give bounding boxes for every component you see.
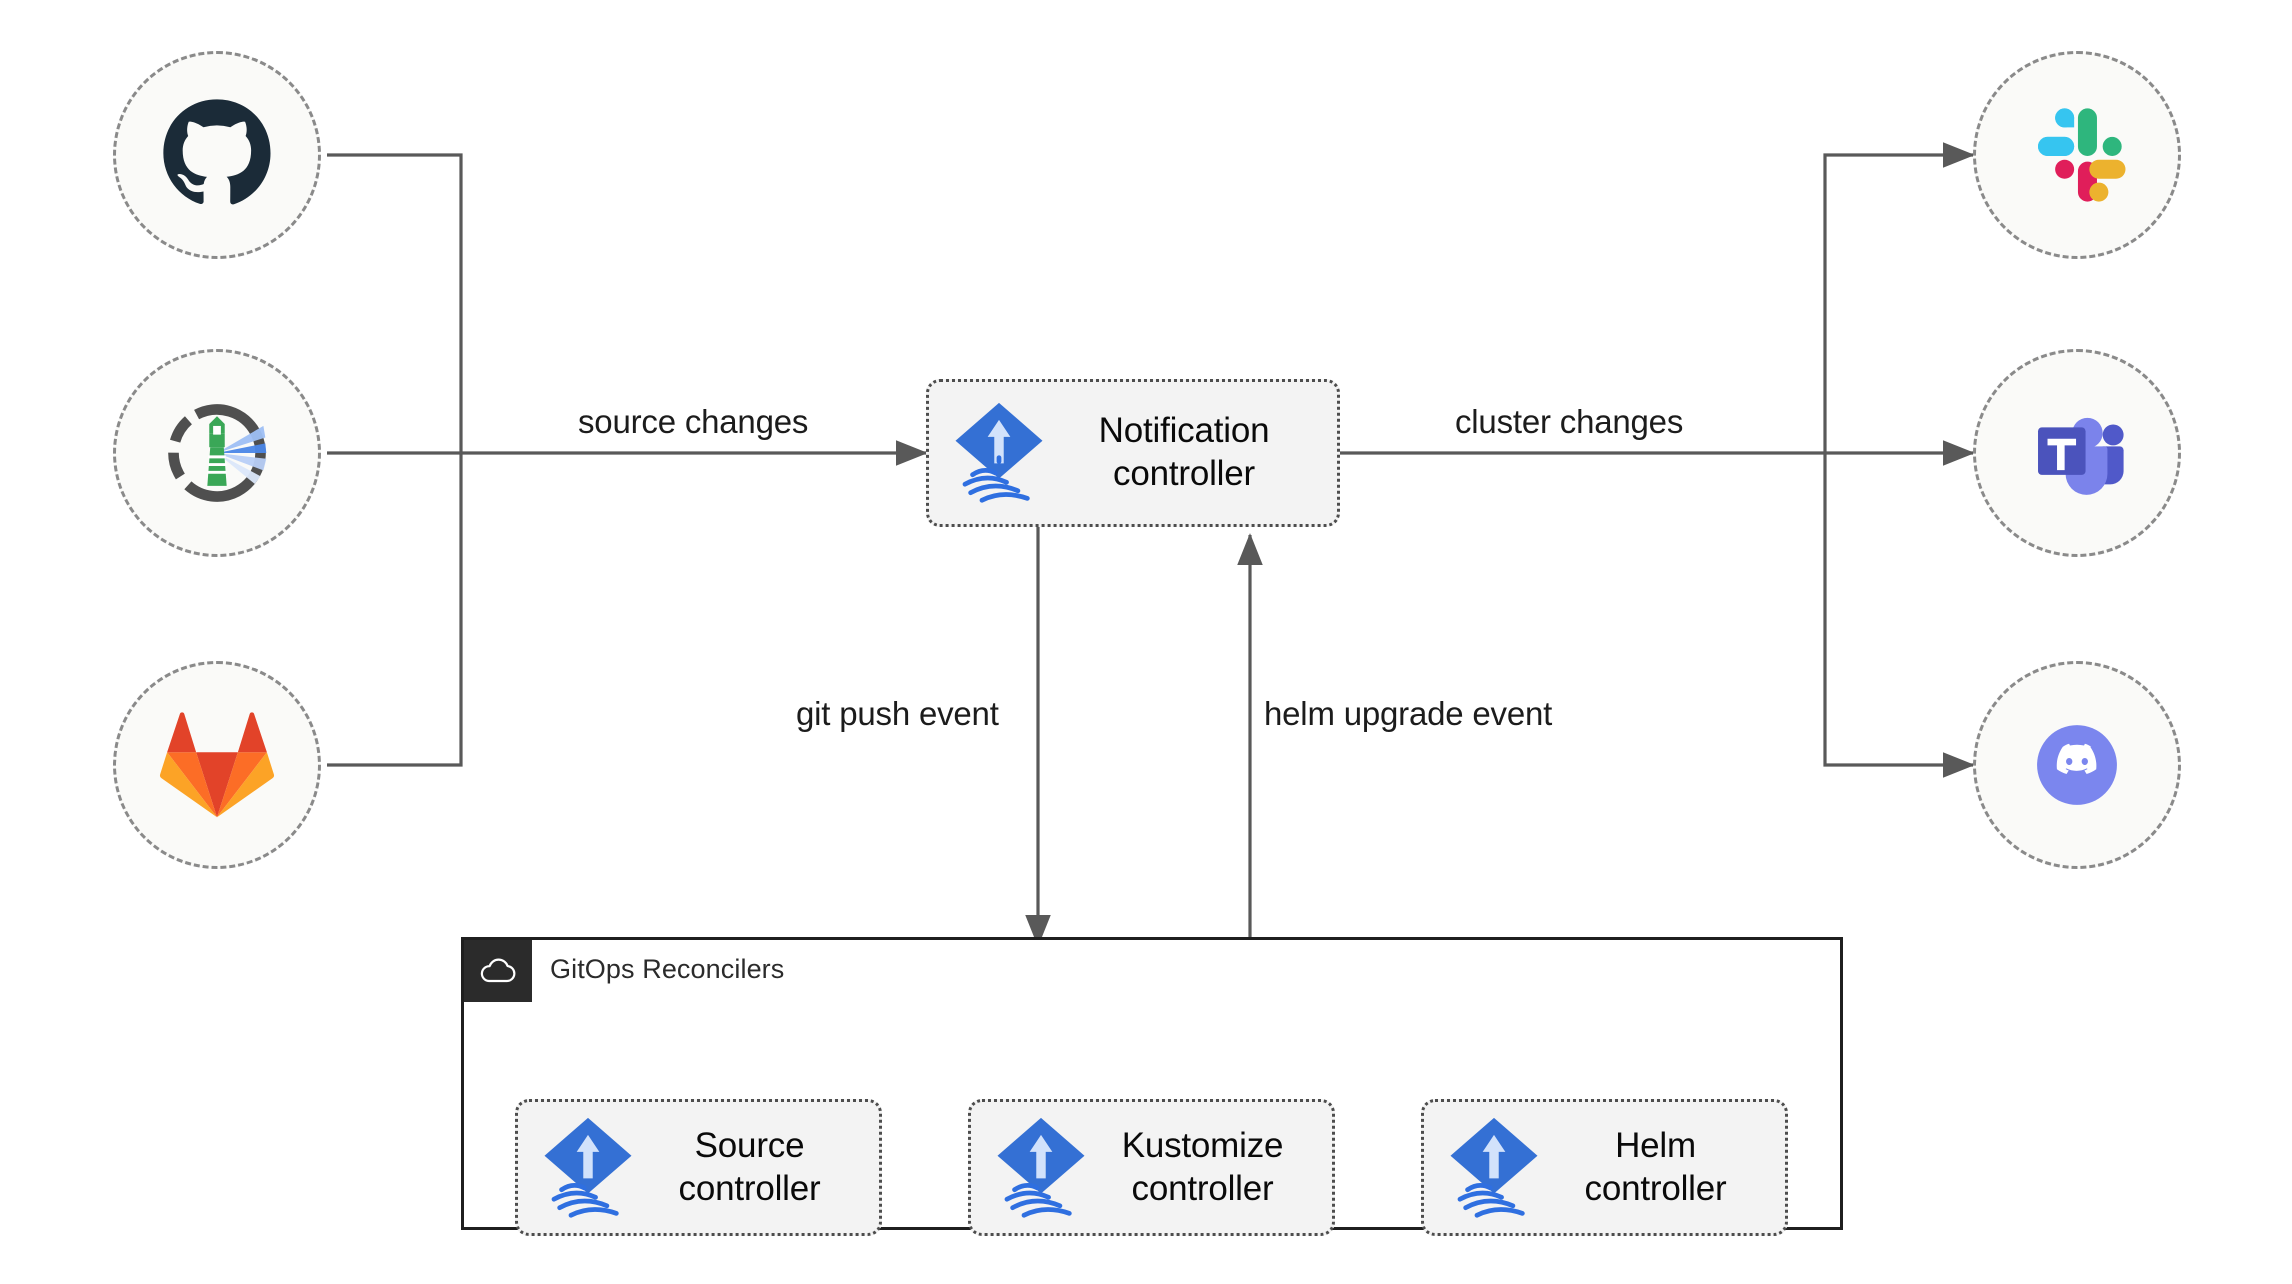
cloud-icon bbox=[480, 958, 516, 983]
source-controller-label: Source controller bbox=[678, 1125, 821, 1208]
edge-to-discord bbox=[1823, 453, 1975, 778]
gitlab-icon bbox=[159, 712, 275, 818]
edge-label-source-changes: source changes bbox=[578, 403, 809, 440]
edge-gitlab-to-bus bbox=[327, 453, 463, 767]
edge-github-to-bus bbox=[327, 153, 463, 453]
microsoft-teams-icon bbox=[2038, 417, 2124, 495]
flux-lighthouse-icon bbox=[168, 404, 267, 502]
slack-icon bbox=[2038, 108, 2126, 202]
flux-controller-icon bbox=[955, 402, 1043, 503]
kustomize-controller-label: Kustomize controller bbox=[1121, 1125, 1284, 1208]
source-node-github[interactable] bbox=[113, 51, 321, 259]
helm-controller-node[interactable]: Helm controller bbox=[1421, 1099, 1788, 1236]
edge-label-git-push-event: git push event bbox=[796, 695, 999, 732]
target-node-slack[interactable] bbox=[1973, 51, 2181, 259]
source-node-gitlab[interactable] bbox=[113, 661, 321, 869]
source-controller-node[interactable]: Source controller bbox=[515, 1099, 882, 1236]
notification-controller-label: Notification controller bbox=[1098, 411, 1270, 493]
kustomize-controller-node[interactable]: Kustomize controller bbox=[968, 1099, 1335, 1236]
target-node-discord[interactable] bbox=[1973, 661, 2181, 869]
flux-controller-icon bbox=[997, 1117, 1085, 1218]
helm-controller-label: Helm controller bbox=[1584, 1125, 1727, 1208]
source-node-flux[interactable] bbox=[113, 349, 321, 557]
container-icon-badge bbox=[464, 940, 532, 1002]
edge-label-cluster-changes: cluster changes bbox=[1455, 403, 1684, 440]
github-icon bbox=[163, 99, 271, 205]
container-title: GitOps Reconcilers bbox=[550, 954, 785, 984]
notification-controller-node[interactable]: Notification controller bbox=[926, 379, 1340, 527]
flux-controller-icon bbox=[1450, 1117, 1538, 1218]
gitops-reconcilers-container: GitOps Reconcilers Source controller bbox=[461, 937, 1843, 1236]
edge-label-helm-upgrade-event: helm upgrade event bbox=[1264, 695, 1553, 732]
edge-to-slack bbox=[1823, 142, 1975, 453]
flux-controller-icon bbox=[544, 1117, 632, 1218]
discord-icon bbox=[2037, 725, 2117, 805]
target-node-teams[interactable] bbox=[1973, 349, 2181, 557]
